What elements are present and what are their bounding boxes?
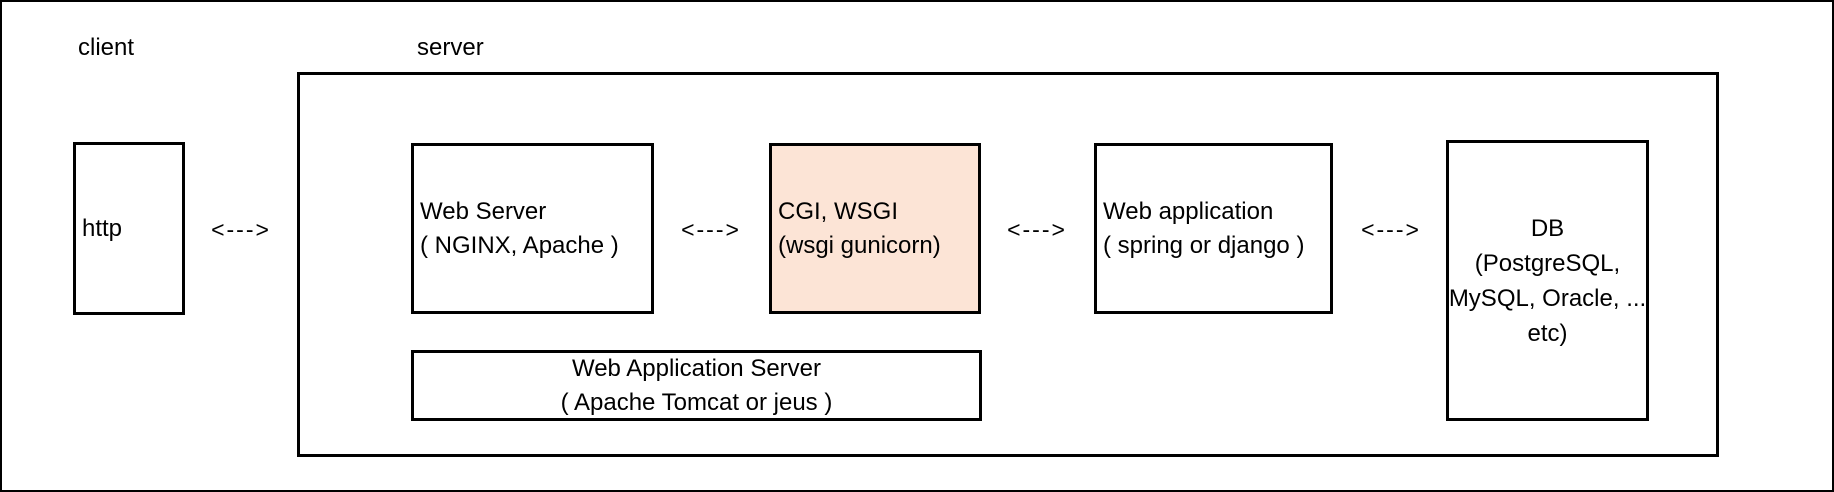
- arrow-cgi-to-webapp: <--->: [1007, 216, 1067, 243]
- arrow-client-to-webserver: <--->: [211, 216, 271, 243]
- web-application-server-box: Web Application Server ( Apache Tomcat o…: [411, 350, 982, 421]
- cgi-wsgi-box: CGI, WSGI (wsgi gunicorn): [769, 143, 981, 314]
- web-server-box-title: Web Server: [420, 197, 547, 225]
- cgi-wsgi-box-subtitle: (wsgi gunicorn): [778, 231, 941, 259]
- web-application-server-box-title: Web Application Server: [571, 354, 822, 382]
- db-box: DB (PostgreSQL, MySQL, Oracle, ... etc): [1446, 140, 1649, 421]
- web-server-box-subtitle: ( NGINX, Apache ): [420, 231, 619, 259]
- server-label: server: [417, 34, 484, 61]
- web-application-box: Web application ( spring or django ): [1094, 143, 1333, 314]
- web-application-box-title: Web application: [1103, 197, 1274, 225]
- db-box-line-2: (PostgreSQL,: [1474, 249, 1621, 277]
- client-label: client: [78, 34, 135, 61]
- web-server-box: Web Server ( NGINX, Apache ): [411, 143, 654, 314]
- db-box-title: DB: [1530, 214, 1565, 242]
- web-application-box-subtitle: ( spring or django ): [1103, 231, 1305, 259]
- arrow-webserver-to-cgi: <--->: [681, 216, 741, 243]
- web-application-server-box-subtitle: ( Apache Tomcat or jeus ): [560, 388, 833, 416]
- db-box-line-3: MySQL, Oracle, ...: [1448, 284, 1647, 312]
- arrow-webapp-to-db: <--->: [1361, 216, 1421, 243]
- cgi-wsgi-box-title: CGI, WSGI: [778, 197, 898, 225]
- db-box-line-4: etc): [1527, 319, 1568, 347]
- http-box: http: [73, 142, 185, 315]
- server-box: [297, 72, 1719, 457]
- http-box-label: http: [82, 214, 123, 242]
